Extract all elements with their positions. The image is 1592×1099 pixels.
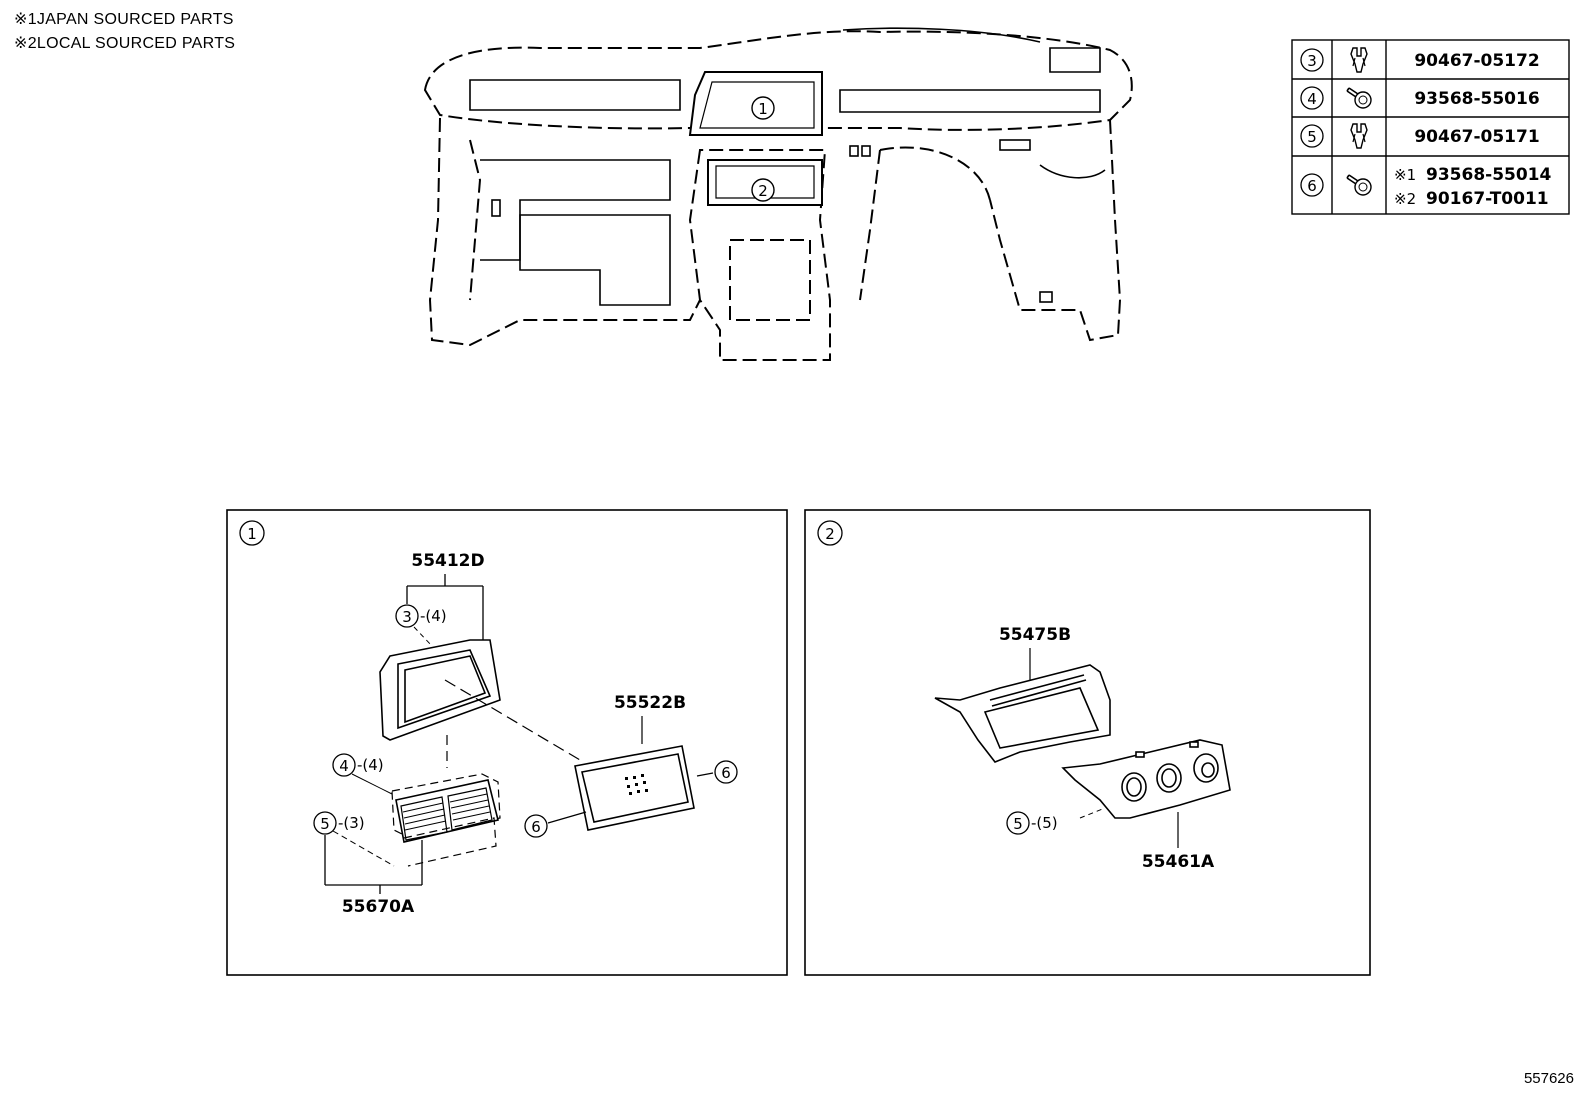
fastener-part-number: 93568-55016 bbox=[1414, 89, 1539, 109]
fastener-row-3: 3 90467-05172 bbox=[1300, 47, 1540, 73]
legend-text: LOCAL SOURCED PARTS bbox=[36, 35, 236, 52]
fastener-part-number: 90167-T0011 bbox=[1426, 189, 1549, 209]
fastener-source-mark: ※1 bbox=[1394, 166, 1416, 184]
fastener-table bbox=[1291, 39, 1570, 215]
detail-1-id: 1 bbox=[239, 520, 265, 546]
legend-local-sourced: ※2LOCAL SOURCED PARTS bbox=[14, 33, 235, 53]
legend-japan-sourced: ※1JAPAN SOURCED PARTS bbox=[14, 9, 234, 29]
callout-number: 5 bbox=[320, 815, 330, 833]
callout-5-switch: 5 -(5) bbox=[1006, 807, 1106, 835]
fastener-row-6: 6 ※1 93568-55014 ※2 90167-T0011 bbox=[1300, 165, 1552, 209]
detail-2-frame bbox=[804, 509, 1371, 976]
callout-number: 1 bbox=[758, 100, 768, 118]
detail-number: 1 bbox=[247, 525, 257, 543]
legend-mark: ※2 bbox=[14, 35, 37, 52]
callout-number: 6 bbox=[721, 764, 731, 782]
part-label-55670A: 55670A bbox=[342, 897, 415, 917]
display-55522B bbox=[574, 745, 695, 831]
fastener-ref: 4 bbox=[1307, 90, 1317, 108]
fastener-source-mark: ※2 bbox=[1394, 190, 1416, 208]
vent-55670A bbox=[391, 773, 501, 867]
callout-6-right: 6 bbox=[696, 760, 738, 784]
callout-number: 6 bbox=[531, 818, 541, 836]
bracket-55412D bbox=[406, 574, 484, 640]
callout-3-panel: 3 -(4) bbox=[395, 604, 447, 628]
part-label-55475B: 55475B bbox=[999, 625, 1071, 645]
overview-callout-2: 2 bbox=[751, 178, 775, 202]
fastener-ref: 3 bbox=[1307, 52, 1317, 70]
callout-quantity: -(4) bbox=[420, 607, 447, 625]
legend-text: JAPAN SOURCED PARTS bbox=[36, 11, 234, 28]
part-label-55412D: 55412D bbox=[411, 551, 484, 571]
callout-quantity: -(5) bbox=[1031, 814, 1058, 832]
fastener-row-5: 5 90467-05171 bbox=[1300, 123, 1540, 149]
fastener-row-4: 4 93568-55016 bbox=[1300, 86, 1540, 110]
callout-4-vent: 4 -(4) bbox=[332, 753, 384, 777]
bezel-55475B bbox=[934, 664, 1111, 763]
part-label-55461A: 55461A bbox=[1142, 852, 1215, 872]
screw-icon bbox=[1346, 174, 1372, 196]
fastener-ref: 6 bbox=[1307, 177, 1317, 195]
callout-quantity: -(3) bbox=[338, 814, 365, 832]
detail-2-id: 2 bbox=[817, 520, 843, 546]
overview-callout-1: 1 bbox=[751, 96, 775, 120]
callout-quantity: -(4) bbox=[357, 756, 384, 774]
part-label-55522B: 55522B bbox=[614, 693, 686, 713]
fastener-part-number: 90467-05171 bbox=[1414, 127, 1539, 147]
detail-number: 2 bbox=[825, 525, 835, 543]
callout-number: 2 bbox=[758, 182, 768, 200]
detail-1-frame bbox=[226, 509, 788, 976]
switch-panel-55461A bbox=[1061, 739, 1231, 819]
callout-number: 4 bbox=[339, 757, 349, 775]
instrument-panel-details bbox=[469, 27, 1106, 306]
clip-icon bbox=[1350, 123, 1368, 149]
clip-icon bbox=[1350, 47, 1368, 73]
callout-number: 5 bbox=[1013, 815, 1023, 833]
illustration-ref-number: 557626 bbox=[1523, 1070, 1574, 1087]
callout-6-left: 6 bbox=[524, 811, 587, 838]
legend-mark: ※1 bbox=[14, 11, 37, 28]
fastener-ref: 5 bbox=[1307, 128, 1317, 146]
callout-5-vent: 5 -(3) bbox=[313, 811, 365, 835]
fastener-part-number: 93568-55014 bbox=[1426, 165, 1552, 185]
bracket-55670A bbox=[324, 835, 423, 894]
callout-number: 3 bbox=[402, 608, 412, 626]
fastener-part-number: 90467-05172 bbox=[1414, 51, 1539, 71]
screw-icon bbox=[1346, 87, 1372, 109]
panel-55412D bbox=[379, 639, 501, 741]
